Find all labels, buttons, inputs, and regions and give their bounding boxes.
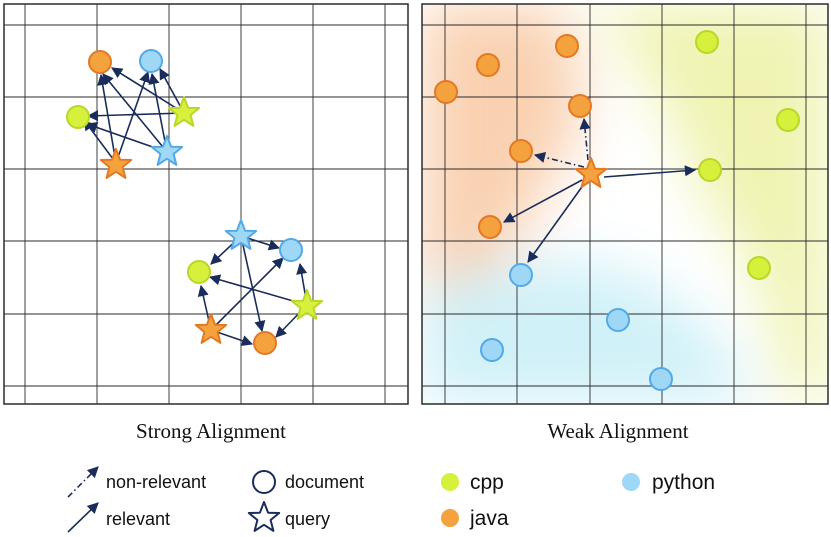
java-document <box>253 331 277 355</box>
circle-outline-icon <box>252 470 276 494</box>
python-document <box>279 238 303 262</box>
cluster1-arrows <box>83 67 185 164</box>
cpp-document <box>747 256 771 280</box>
caption-left: Strong Alignment <box>136 419 286 443</box>
cpp-document <box>66 105 90 129</box>
solid-arrow-icon <box>67 502 99 533</box>
star-outline-icon <box>247 501 281 532</box>
python-swatch <box>622 473 640 491</box>
dash-dot-arrow-icon <box>67 466 99 498</box>
cpp-document <box>698 158 722 182</box>
java-swatch <box>441 509 459 527</box>
cpp-document <box>187 260 211 284</box>
legend-query: query <box>285 509 330 529</box>
relevant-arrow <box>603 165 697 178</box>
java-document <box>509 139 533 163</box>
weak-nodes <box>434 30 800 391</box>
java-document <box>88 50 112 74</box>
weak-arrows <box>503 117 697 263</box>
python-document <box>509 263 533 287</box>
legend-document: document <box>285 472 364 492</box>
cluster1-nodes <box>66 49 201 179</box>
cpp-document <box>695 30 719 54</box>
legend-non-relevant: non-relevant <box>106 472 206 492</box>
java-document <box>476 53 500 77</box>
non-relevant-arrow <box>533 151 585 168</box>
grid-right <box>422 4 828 404</box>
relevant-arrow <box>503 179 583 223</box>
python-document <box>606 308 630 332</box>
strong-alignment-panel <box>3 3 409 405</box>
java-document <box>555 34 579 58</box>
python-document <box>480 338 504 362</box>
weak-alignment-panel <box>421 3 829 405</box>
python-document <box>139 49 163 73</box>
java-document <box>568 94 592 118</box>
cluster2-nodes <box>187 219 324 355</box>
cpp-swatch <box>441 473 459 491</box>
legend-cpp: cpp <box>470 471 504 494</box>
python-document <box>649 367 673 391</box>
legend: non-relevant relevant document query cpp… <box>67 466 715 533</box>
legend-relevant: relevant <box>106 509 170 529</box>
java-document <box>434 80 458 104</box>
cpp-document <box>776 108 800 132</box>
java-document <box>478 215 502 239</box>
region-background <box>422 4 828 404</box>
legend-java: java <box>469 507 509 530</box>
caption-right: Weak Alignment <box>547 419 688 443</box>
relevant-arrow <box>527 183 585 263</box>
legend-python: python <box>652 471 715 494</box>
